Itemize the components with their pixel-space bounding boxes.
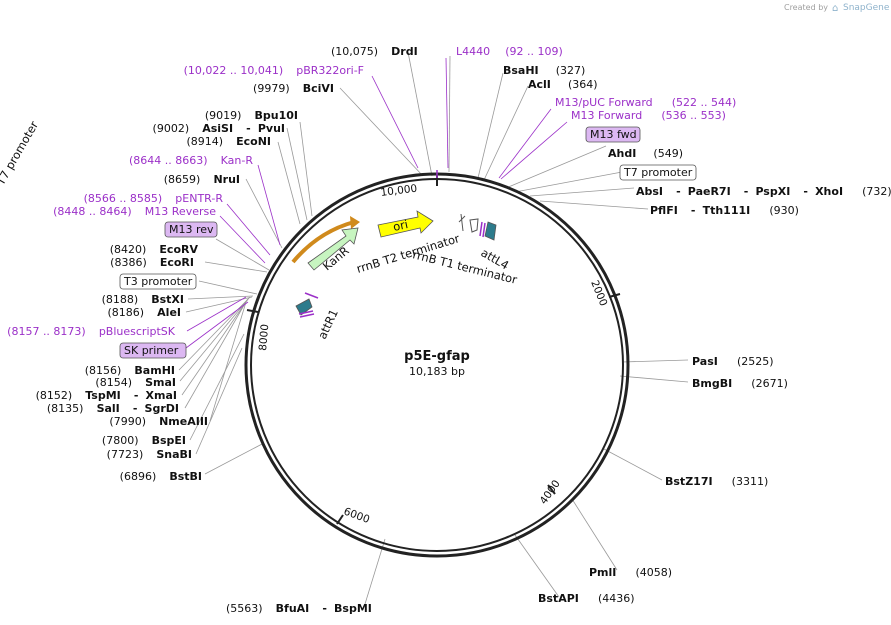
site-econi: (8914) EcoNI <box>186 130 271 149</box>
snapgene-logo-icon: ⌂ <box>832 3 838 14</box>
site-tspmi-group: (8152) TspMI - XmaI <box>36 384 177 403</box>
sk-primer-box <box>119 342 187 359</box>
site-bstxi: (8188) BstXI <box>102 288 184 307</box>
site-pasi: PasI (2525) <box>692 350 774 369</box>
site-alei: (8186) AleI <box>107 301 181 320</box>
site-drui: (8659) NruI <box>164 168 240 187</box>
primer-l4440: L4440 (92 .. 109) <box>456 40 563 59</box>
kanr-feature <box>307 227 359 271</box>
attl4-feature <box>484 221 497 241</box>
m13-rev-box <box>164 221 218 238</box>
site-pmli: PmlI (4058) <box>589 561 672 580</box>
primer-leader-lines <box>185 57 568 349</box>
site-ahdi: AhdI (549) <box>608 142 683 161</box>
sk-primer-label: SK primer <box>124 344 179 357</box>
m13-rev-label: M13 rev <box>169 223 214 236</box>
t3-promoter-box <box>119 273 197 290</box>
tick-label-10000: 10,000 <box>380 183 418 199</box>
tick-label-2000: 2000 <box>588 279 609 308</box>
site-bstz17i: BstZ17I (3311) <box>665 470 768 489</box>
site-bfuai-group: (5563) BfuAI - BspMI <box>226 597 372 616</box>
credit-brand: SnapGene <box>843 3 890 13</box>
tick-marks <box>246 174 621 525</box>
attr1-label: attR1 <box>315 307 341 341</box>
kanr-orange-arrowhead <box>350 216 360 229</box>
site-absi-group: AbsI - PaeR7I - PspXI - XhoI (732) <box>636 180 891 199</box>
primer-kan-r: (8644 .. 8663) Kan-R <box>129 149 253 168</box>
site-acli: AclI (364) <box>528 73 598 92</box>
plasmid-name: p5E-gfap <box>404 349 470 364</box>
t7-promoter-box <box>619 164 697 181</box>
site-sali-group: (8135) SalI - SgrDI <box>47 397 179 416</box>
site-ecorv: (8420) EcoRV <box>110 238 199 257</box>
site-bamhi: (8156) BamHI <box>85 359 175 378</box>
ori-feature <box>377 210 434 238</box>
site-bpu10i: (9019) Bpu10I <box>205 104 298 123</box>
site-drdi: (10,075) DrdI <box>331 40 418 59</box>
site-bcivi: (9979) BciVI <box>253 77 334 96</box>
site-bspei: (7800) BspEI <box>102 429 186 448</box>
credit-prefix: Created by <box>784 3 828 12</box>
t7-promoter-inner-label: T7 promoter <box>0 118 41 188</box>
primer-pbluescriptsk: (8157 .. 8173) pBluescriptSK <box>7 320 176 339</box>
site-bsahi: BsaHI (327) <box>503 59 585 78</box>
site-bstapi: BstAPI (4436) <box>538 587 635 606</box>
primer-m13-forward: M13 Forward (536 .. 553) <box>571 104 726 123</box>
attr1-feature <box>295 298 313 316</box>
site-smai: (8154) SmaI <box>95 371 176 390</box>
site-asisi-group: (9002) AsiSI - PvuI <box>153 117 285 136</box>
m13-fwd-box <box>585 126 641 143</box>
primer-m13-reverse: (8448 .. 8464) M13 Reverse <box>53 200 216 219</box>
site-bmgbi: BmgBI (2671) <box>692 372 788 391</box>
primer-pentr-r: (8566 .. 8585) pENTR-R <box>84 187 224 206</box>
ori-label: ori <box>392 217 410 234</box>
tick-label-4000: 4000 <box>538 478 563 507</box>
site-pflfi-group: PflFI - Tth111I (930) <box>650 199 799 218</box>
tick-label-8000: 8000 <box>257 324 271 352</box>
plasmid-length: 10,183 bp <box>409 365 465 378</box>
primer-pbr322ori-f: (10,022 .. 10,041) pBR322ori-F <box>184 59 364 78</box>
t3-promoter-label: T3 promoter <box>123 275 193 288</box>
site-nmeaiii: (7990) NmeAIII <box>109 410 208 429</box>
site-ecori: (8386) EcoRI <box>110 251 194 270</box>
rrnb-t1-terminator-icon <box>469 218 479 233</box>
kanr-orange-arc <box>291 220 355 264</box>
site-bstbi: (6896) BstBI <box>120 465 202 484</box>
site-snabi: (7723) SnaBI <box>107 443 192 462</box>
leader-lines <box>178 51 689 605</box>
rrnb-t2-terminator-icon <box>458 213 466 232</box>
tick-label-6000: 6000 <box>342 506 371 526</box>
primer-marks-top <box>436 170 486 238</box>
primer-marks-left <box>298 292 319 318</box>
m13-fwd-label: M13 fwd <box>590 128 637 141</box>
t7-promoter-label: T7 promoter <box>623 166 693 179</box>
primer-m13-puc-forward: M13/pUC Forward (522 .. 544) <box>555 91 736 110</box>
